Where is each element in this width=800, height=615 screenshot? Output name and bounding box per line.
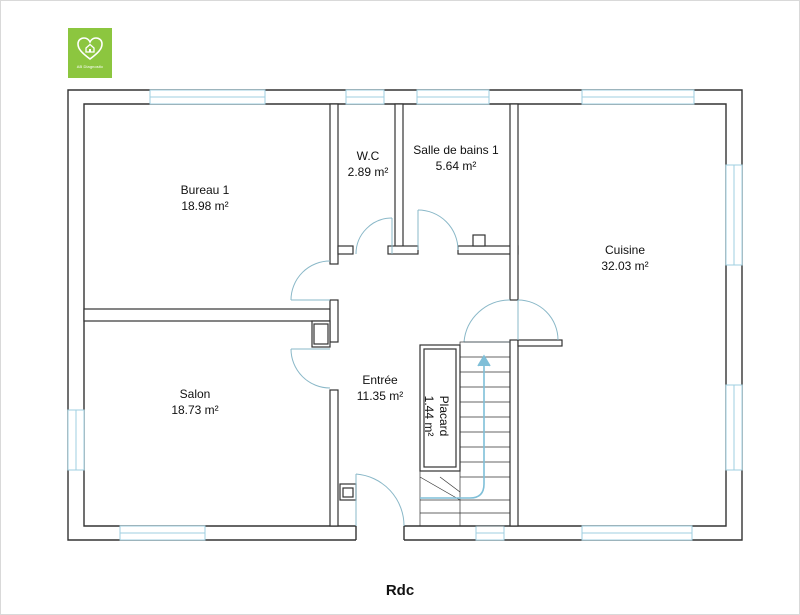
- room-name: W.C: [356, 149, 380, 163]
- room-area: 5.64 m²: [435, 159, 477, 173]
- room-name: Cuisine: [604, 243, 646, 257]
- room-name: Placard: [437, 395, 451, 437]
- room-bureau: Bureau 1 18.98 m²: [140, 182, 270, 214]
- room-name: Salon: [179, 387, 211, 401]
- room-salon: Salon 18.73 m²: [140, 386, 250, 418]
- placard-walls: [419, 344, 461, 472]
- logo: AB Diagnostic: [68, 28, 112, 78]
- room-area: 18.73 m²: [171, 403, 219, 417]
- room-entree: Entrée 11.35 m²: [340, 372, 420, 404]
- room-cuisine: Cuisine 32.03 m²: [570, 242, 680, 274]
- room-area: 18.98 m²: [181, 199, 229, 213]
- room-placard: Placard 1.44 m²: [421, 376, 451, 456]
- heart-house-icon: [77, 37, 103, 61]
- room-name: Bureau 1: [180, 183, 230, 197]
- windows: [67, 89, 743, 541]
- room-area: 11.35 m²: [356, 389, 404, 403]
- room-area: 1.44 m²: [422, 395, 436, 437]
- entrance-gap: [356, 525, 404, 541]
- stair-arrow: [420, 354, 491, 499]
- level-label: Rdc: [385, 582, 415, 599]
- stairs: [419, 341, 511, 527]
- room-area: 2.89 m²: [347, 165, 389, 179]
- logo-text: AB Diagnostic: [76, 64, 104, 69]
- room-sdb: Salle de bains 1 5.64 m²: [396, 142, 516, 174]
- room-wc: W.C 2.89 m²: [333, 148, 403, 180]
- room-area: 32.03 m²: [601, 259, 649, 273]
- interior-walls: [83, 103, 563, 527]
- room-name: Entrée: [362, 373, 398, 387]
- room-name: Salle de bains 1: [413, 143, 499, 157]
